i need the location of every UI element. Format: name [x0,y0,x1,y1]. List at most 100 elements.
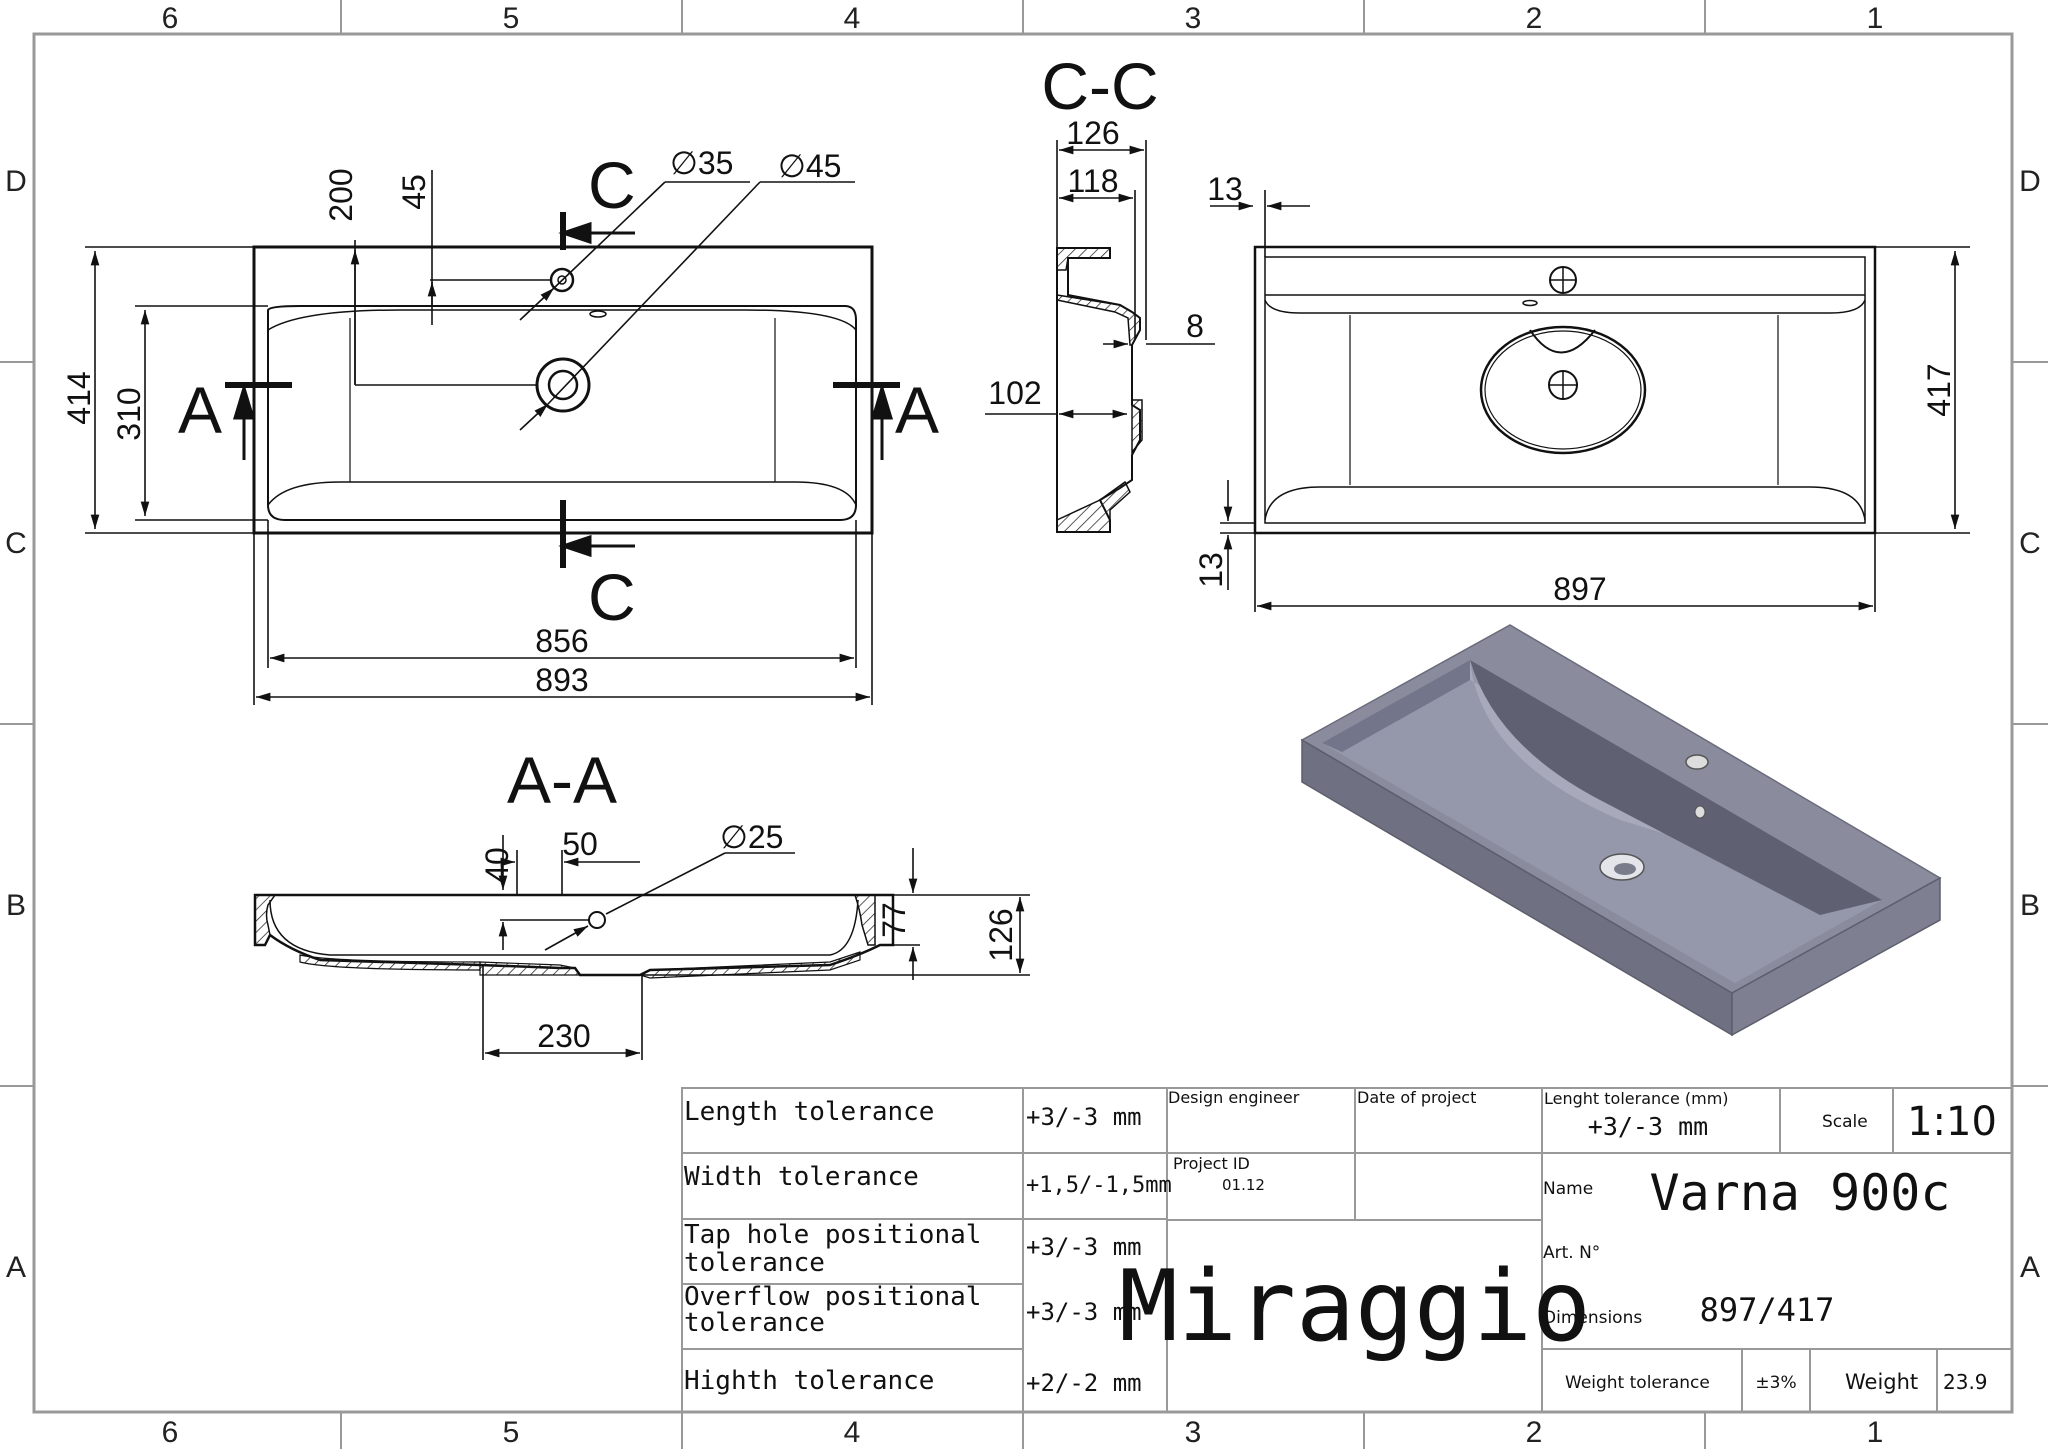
weight-tolerance-label: Weight tolerance [1565,1373,1710,1393]
dim-856: 856 [535,623,588,659]
grid-col-4-bottom: 4 [844,1416,861,1449]
section-aa-view: A-A 40 50 ∅25 77 126 230 [253,743,1030,1060]
grid-row-a: A [6,1251,26,1284]
drain-outer [535,357,591,413]
scale-value: 1:10 [1907,1099,1997,1145]
grid-row-c-right: C [2019,527,2041,560]
dim-cc-126: 126 [1066,115,1119,151]
grid-col-5: 5 [503,2,520,35]
dim-13-side: 13 [1193,552,1229,588]
tolerance-height-label: Highth tolerance [684,1366,934,1396]
top-view-right-labels: 13 13 417 897 [1193,171,1957,607]
weight-label: Weight [1845,1370,1918,1394]
dim-aa-126: 126 [983,908,1019,961]
dim-cc-118: 118 [1067,163,1118,199]
date-of-project-label: Date of project [1357,1088,1476,1107]
top-view [225,212,900,568]
dim-aa-77: 77 [876,902,912,938]
name-label: Name [1543,1179,1593,1199]
tolerance-tap-value: +3/-3 mm [1026,1233,1142,1261]
grid-col-1-bottom: 1 [1867,1416,1884,1449]
scale-label: Scale [1822,1112,1868,1132]
grid-row-d: D [5,165,27,198]
cut-label-c-top: C [588,148,636,222]
grid-row-c: C [5,527,27,560]
grid-labels: 6 5 4 3 2 1 6 5 4 3 2 1 D C B A D C B A [5,2,2041,1449]
drain-inner [547,369,579,401]
dim-310: 310 [111,387,147,440]
dim-cc-102: 102 [988,375,1041,411]
dim-897: 897 [1553,571,1606,607]
tolerance-length-label: Length tolerance [684,1097,934,1127]
tolerance-overflow-label-1: Overflow positional [684,1282,981,1312]
grid-row-b-right: B [2020,889,2040,922]
dim-aa-40: 40 [479,847,515,883]
section-aa-title: A-A [507,743,617,817]
top-view-basin [267,305,857,521]
grid-col-3: 3 [1185,2,1202,35]
section-cc-title: C-C [1041,49,1158,123]
tolerance-tap-label-1: Tap hole positional [684,1220,981,1250]
top-view-dimension-lines [85,170,873,705]
top-view-right-outline [1253,245,1877,535]
top-view-right-dimensions [1210,190,1970,612]
grid-col-6: 6 [162,2,179,35]
lenght-tolerance-label: Lenght tolerance (mm) [1544,1089,1729,1108]
dim-200: 200 [323,168,359,221]
overflow-hole [589,310,607,318]
dim-aa-50: 50 [562,826,598,862]
dimensions-value: 897/417 [1700,1291,1835,1329]
weight-tolerance-value: ±3% [1755,1373,1796,1393]
project-id-value: 01.12 [1222,1176,1265,1194]
dim-13-top: 13 [1207,171,1243,207]
tolerance-overflow-value: +3/-3 mm [1026,1298,1142,1326]
tolerance-tap-label-2: tolerance [684,1248,825,1278]
top-view-labels: 200 45 ∅35 ∅45 414 310 856 893 A A C C [61,145,939,698]
grid-col-2-bottom: 2 [1526,1416,1543,1449]
basin-oval [1479,325,1647,455]
iso-tap-hole [1685,754,1709,770]
grid-col-4: 4 [844,2,861,35]
tolerance-length-value: +3/-3 mm [1026,1103,1142,1131]
tolerance-width-label: Width tolerance [684,1162,919,1192]
cut-label-a-left: A [178,373,222,447]
cut-label-a-right: A [895,373,939,447]
grid-row-d-right: D [2019,165,2041,198]
lenght-tolerance-value: +3/-3 mm [1588,1112,1708,1141]
dimensions-label: Dimensions [1543,1308,1642,1328]
dim-417: 417 [1921,363,1957,416]
dim-cc-8: 8 [1186,308,1204,344]
tolerance-overflow-label-2: tolerance [684,1308,825,1338]
dim-aa-230: 230 [537,1018,590,1054]
dim-aa-diameter-25: ∅25 [720,819,783,855]
brand-logo: Miraggio [1119,1250,1591,1364]
isometric-view [1300,624,1942,1037]
title-block-text: Length tolerance +3/-3 mm Width toleranc… [684,1088,1997,1397]
grid-col-6-bottom: 6 [162,1416,179,1449]
tolerance-height-value: +2/-2 mm [1026,1369,1142,1397]
top-view-cut-arrows [232,221,894,558]
top-view-right [1253,245,1877,535]
product-name: Varna 900c [1649,1164,1950,1222]
grid-col-5-bottom: 5 [503,1416,520,1449]
dim-893: 893 [535,662,588,698]
aa-overflow-hole [588,911,606,929]
art-number-label: Art. N° [1543,1243,1600,1263]
cut-label-c-bottom: C [588,560,636,634]
project-id-label: Project ID [1173,1154,1250,1173]
grid-row-b: B [6,889,26,922]
dim-45: 45 [396,174,432,210]
grid-col-2: 2 [1526,2,1543,35]
tolerance-width-value: +1,5/-1,5mm [1026,1173,1172,1198]
section-cc-view: C-C 126 118 8 102 [985,49,1215,533]
weight-value: 23.9 [1943,1370,1988,1394]
grid-col-1: 1 [1867,2,1884,35]
design-engineer-label: Design engineer [1168,1088,1300,1107]
dim-diameter-45: ∅45 [778,148,841,184]
grid-col-3-bottom: 3 [1185,1416,1202,1449]
grid-row-a-right: A [2020,1251,2040,1284]
dim-414: 414 [61,371,97,424]
tap-hole [549,267,575,293]
